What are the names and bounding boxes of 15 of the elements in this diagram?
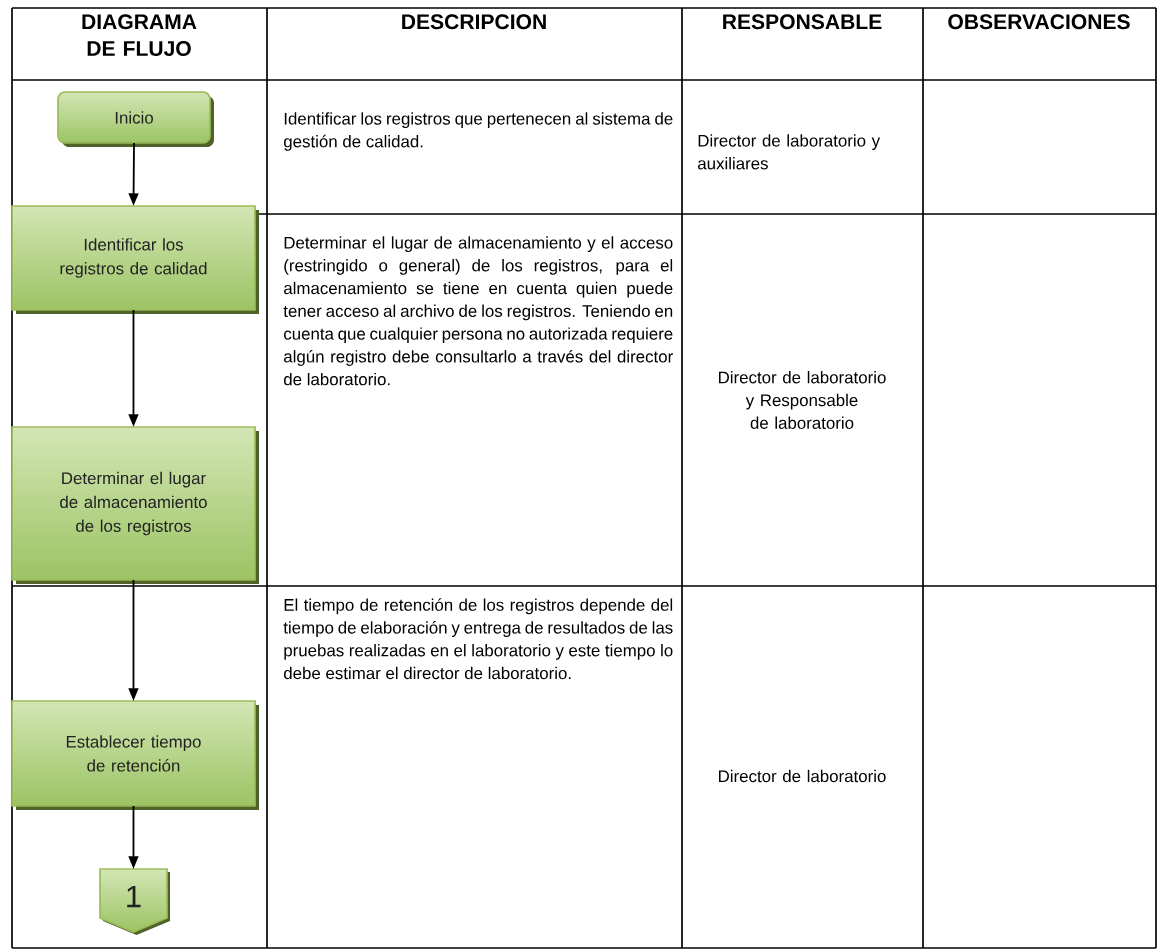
- column-header: OBSERVACIONES: [948, 14, 1130, 30]
- process-box: Determinar el lugar de almacenamiento de los registros: [11, 426, 259, 584]
- process-box: Establecer tiempo de retención: [11, 700, 259, 810]
- start-box: Inicio: [57, 91, 214, 147]
- description-text: Identificar los registros que pertenecen al sistema de gestión de calidad.: [284, 112, 673, 151]
- responsible-text: Director de laboratorio y Responsable de laboratorio: [719, 371, 886, 429]
- description-text: El tiempo de retención de los registros depende del tiempo de elaboración y entrega de resultados de las pruebas realizadas en el laboratorio y este tiempo lo debe estimar el director de laboratorio.: [283, 598, 673, 680]
- responsible-text: Director de laboratorio y auxiliares: [698, 134, 881, 170]
- column-header: DESCRIPCION: [402, 14, 546, 30]
- column-header: DIAGRAMA DE FLUJO: [82, 14, 197, 56]
- process-box: Identificar los registros de calidad: [11, 205, 259, 314]
- off-page-connector: 1: [99, 868, 170, 935]
- description-text: Determinar el lugar de almacenamiento y el acceso (restringido o general) de los registros, para el almacenamiento se tiene en cuenta quien puede tener acceso al archivo de los registros. Teniendo en cuenta que cualquier persona no autorizada requiere algún registro debe consultarlo a través del director de laboratorio.: [283, 236, 673, 386]
- column-header: RESPONSABLE: [723, 14, 882, 30]
- responsible-text: Director de laboratorio: [719, 769, 886, 783]
